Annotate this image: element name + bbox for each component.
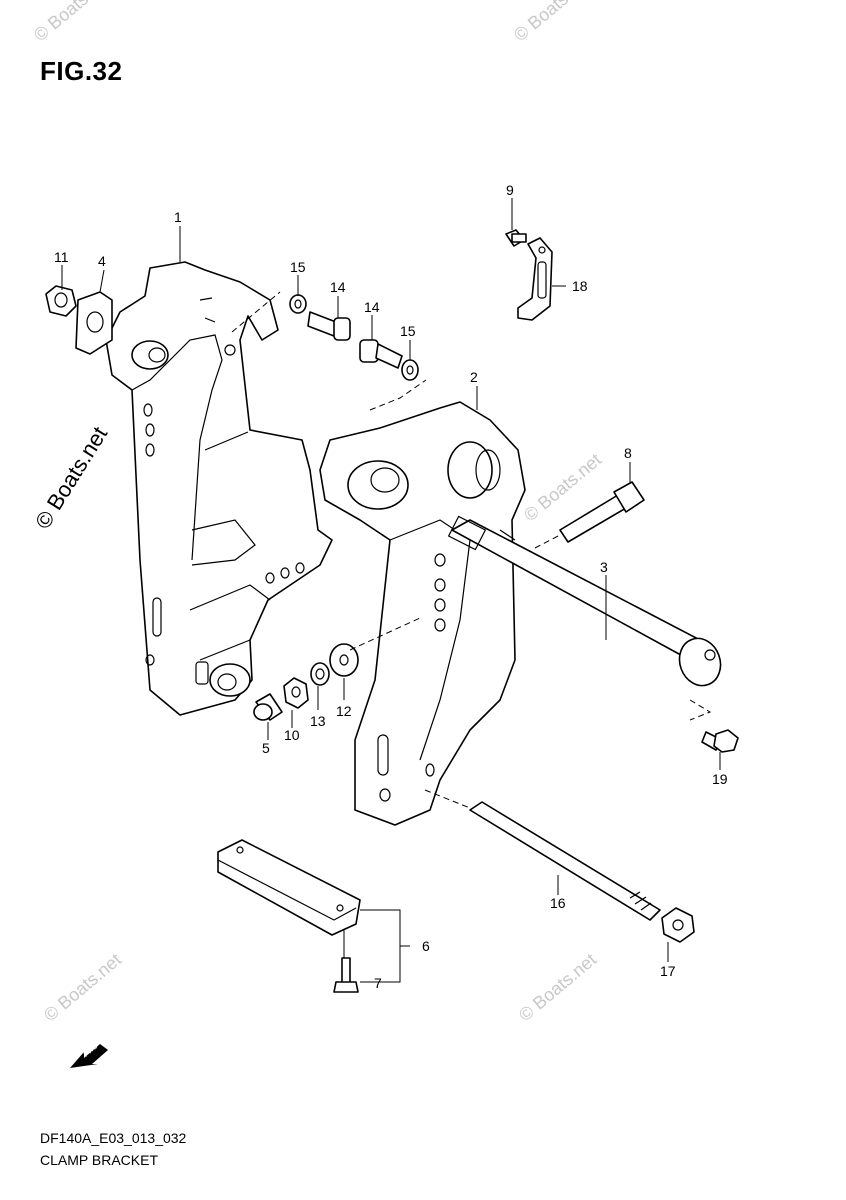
- part-2-clamp-bracket-right: [319, 401, 526, 826]
- callout-19: 19: [712, 771, 728, 787]
- assembly-lines: [231, 291, 712, 721]
- part-9-screw: [505, 229, 527, 247]
- callout-14-upper: 14: [330, 279, 346, 295]
- part-17-nut: [661, 907, 695, 943]
- callout-labels: 1 2 3 4 5 6 7 8 9 10 11 12 13 14 14 15 1…: [54, 182, 728, 991]
- part-3-tilt-tube: [447, 515, 722, 687]
- part-8-bolt: [559, 481, 645, 543]
- callout-8: 8: [624, 445, 632, 461]
- figure-title: FIG.32: [40, 56, 123, 86]
- figure-name: CLAMP BRACKET: [40, 1152, 158, 1168]
- part-7-screw: [333, 957, 359, 993]
- part-15-washer-upper: [289, 294, 307, 314]
- callout-4: 4: [98, 253, 106, 269]
- callout-9: 9: [506, 182, 514, 198]
- part-14-bolt-upper: [307, 311, 351, 341]
- callout-13: 13: [310, 713, 326, 729]
- callout-7: 7: [374, 975, 382, 991]
- callout-15-lower: 15: [400, 323, 416, 339]
- part-16-long-bolt: [424, 789, 661, 921]
- part-15-washer-lower: [401, 359, 419, 381]
- callout-14-lower: 14: [364, 299, 380, 315]
- part-5-spacer: [253, 693, 283, 721]
- callout-18: 18: [572, 278, 588, 294]
- leader-lines: [61, 198, 721, 983]
- callout-6: 6: [422, 938, 430, 954]
- fwd-arrow-icon: FWD: [70, 1043, 108, 1068]
- callout-17: 17: [660, 963, 676, 979]
- part-19-bolt: [701, 729, 739, 753]
- part-14-bolt-lower: [359, 339, 403, 369]
- figure-code: DF140A_E03_013_032: [40, 1130, 187, 1146]
- part-10-nut: [283, 677, 309, 709]
- part-12-washer: [329, 643, 359, 677]
- part-6-plate: [217, 839, 361, 936]
- callout-16: 16: [550, 895, 566, 911]
- callout-12: 12: [336, 703, 352, 719]
- callout-3: 3: [600, 559, 608, 575]
- part-11-nut: [45, 285, 77, 317]
- callout-2: 2: [470, 369, 478, 385]
- callout-11: 11: [54, 249, 69, 265]
- part-1-clamp-bracket-left: [105, 261, 333, 716]
- part-13-washer: [310, 662, 330, 686]
- part-18-cable-clip: [517, 237, 553, 321]
- callout-15-upper: 15: [290, 259, 306, 275]
- callout-10: 10: [284, 727, 300, 743]
- callout-5: 5: [262, 740, 270, 756]
- callout-1: 1: [174, 209, 182, 225]
